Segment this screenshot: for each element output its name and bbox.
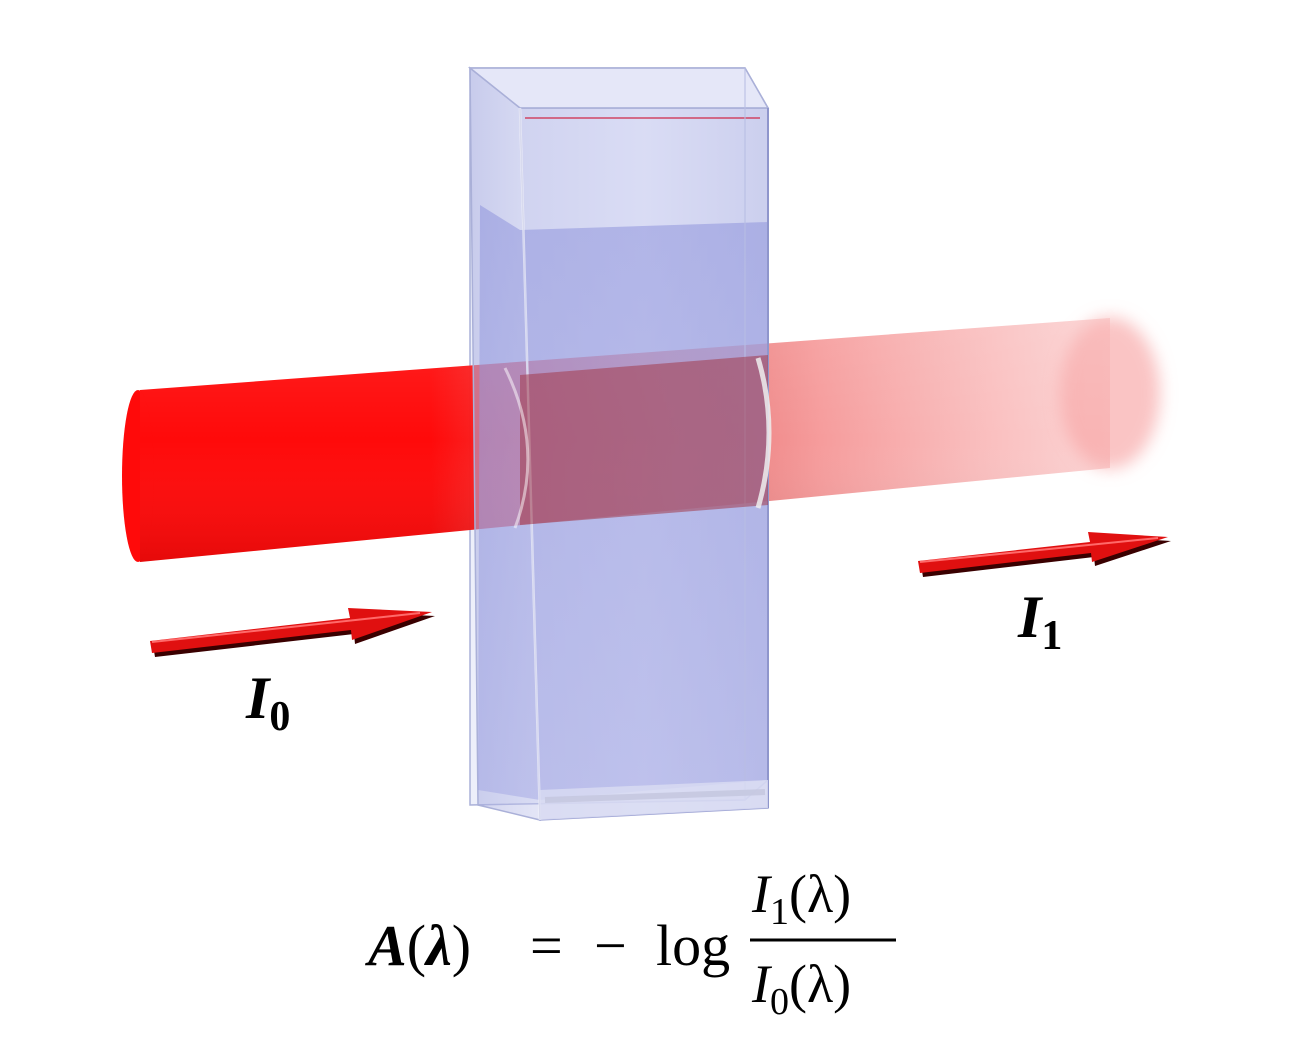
svg-text:A(λ): A(λ): [365, 913, 471, 978]
absorbance-equation: A(λ) = − log I1(λ) I0(λ): [365, 864, 896, 1023]
transmitted-symbol: I: [1017, 584, 1044, 650]
absorbance-symbol: A: [365, 913, 407, 978]
denominator-argument: (λ): [789, 954, 851, 1014]
transmitted-subscript: 1: [1041, 613, 1062, 659]
fraction-numerator: I1(λ): [751, 864, 851, 933]
lhs-open-paren: (: [407, 913, 426, 978]
transmitted-arrow-shape: [918, 532, 1168, 573]
cuvette-top-opening: [467, 67, 770, 109]
transmitted-intensity-label: I1: [1017, 584, 1062, 659]
transmitted-arrow: [918, 532, 1171, 577]
denominator-symbol: I: [751, 954, 773, 1014]
cuvette-exit-window: [755, 357, 772, 509]
denominator-subscript: 0: [770, 981, 789, 1023]
cuvette-entry-window: [503, 367, 530, 529]
incident-subscript: 0: [269, 694, 290, 740]
incident-intensity-label: I0: [245, 665, 290, 740]
incident-arrow: [150, 608, 435, 657]
minus-sign: −: [594, 913, 627, 978]
cuvette: [467, 66, 772, 821]
incident-symbol: I: [245, 665, 272, 731]
log-operator: log: [656, 913, 730, 978]
lhs-close-paren: ): [452, 913, 471, 978]
equals-sign: =: [530, 913, 563, 978]
beam-inside-cuvette: [520, 355, 768, 525]
numerator-argument: (λ): [789, 864, 851, 924]
cuvette-base: [540, 780, 768, 820]
numerator-subscript: 1: [770, 891, 789, 933]
numerator-symbol: I: [751, 864, 773, 924]
lhs-wavelength: λ: [424, 913, 452, 978]
fraction-denominator: I0(λ): [751, 954, 851, 1023]
